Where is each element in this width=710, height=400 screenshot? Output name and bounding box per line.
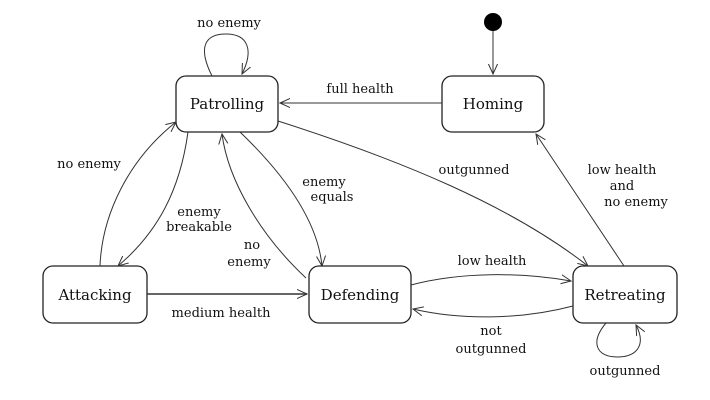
transition-retreating-to-defending-arrow	[413, 305, 574, 318]
transition-retreating-self-label: outgunned	[590, 364, 661, 379]
transition-patrolling-to-attacking-arrow	[118, 131, 189, 266]
transition-retreating-to-homing-label-2: and	[610, 179, 634, 194]
transition-retreating-to-homing-label-1: low health	[588, 163, 657, 178]
transition-defending-to-patrolling-label-2: enemy	[227, 255, 271, 270]
state-attacking: Attacking	[42, 265, 148, 324]
transition-patrolling-to-retreating-arrow	[277, 120, 588, 266]
transition-defending-to-patrolling-label-1: no	[244, 238, 260, 253]
transition-defending-to-patrolling-arrow	[222, 134, 307, 279]
state-defending-label: Defending	[321, 286, 400, 304]
transition-retreating-to-defending-label-2: outgunned	[456, 342, 527, 357]
state-retreating: Retreating	[572, 265, 678, 324]
state-patrolling: Patrolling	[175, 75, 279, 133]
transition-patrolling-to-defending-arrow	[239, 131, 322, 266]
transition-patrolling-self-label: no enemy	[197, 16, 261, 31]
transition-attacking-to-defending-label: medium health	[172, 306, 272, 321]
state-homing-label: Homing	[463, 95, 524, 113]
transition-defending-to-retreating-arrow	[410, 274, 571, 286]
transition-attacking-to-patrolling-label: no enemy	[57, 157, 121, 172]
transition-patrolling-to-defending-label-1: enemy	[302, 175, 346, 190]
transition-patrolling-to-defending-label-2: equals	[311, 190, 354, 205]
initial-state-node	[484, 13, 502, 31]
transition-patrolling-to-attacking-label-2: breakable	[166, 220, 232, 235]
transition-retreating-to-homing-label-3: no enemy	[604, 195, 668, 210]
transition-retreating-to-defending-label-1: not	[480, 324, 502, 339]
transition-homing-to-patrolling-label: full health	[326, 82, 394, 97]
transition-retreating-to-homing-arrow	[536, 134, 625, 267]
transition-patrolling-to-retreating-label: outgunned	[439, 163, 510, 178]
transition-patrolling-self-arrow	[204, 33, 248, 77]
transition-attacking-to-patrolling-arrow	[99, 122, 176, 267]
transition-defending-to-retreating-label: low health	[458, 254, 527, 269]
state-patrolling-label: Patrolling	[190, 95, 265, 113]
state-retreating-label: Retreating	[584, 286, 666, 304]
state-defending: Defending	[308, 265, 412, 324]
transition-retreating-self-arrow	[596, 322, 640, 358]
transition-patrolling-to-attacking-label-1: enemy	[177, 205, 221, 220]
state-attacking-label: Attacking	[57, 286, 132, 304]
state-homing: Homing	[441, 75, 545, 133]
